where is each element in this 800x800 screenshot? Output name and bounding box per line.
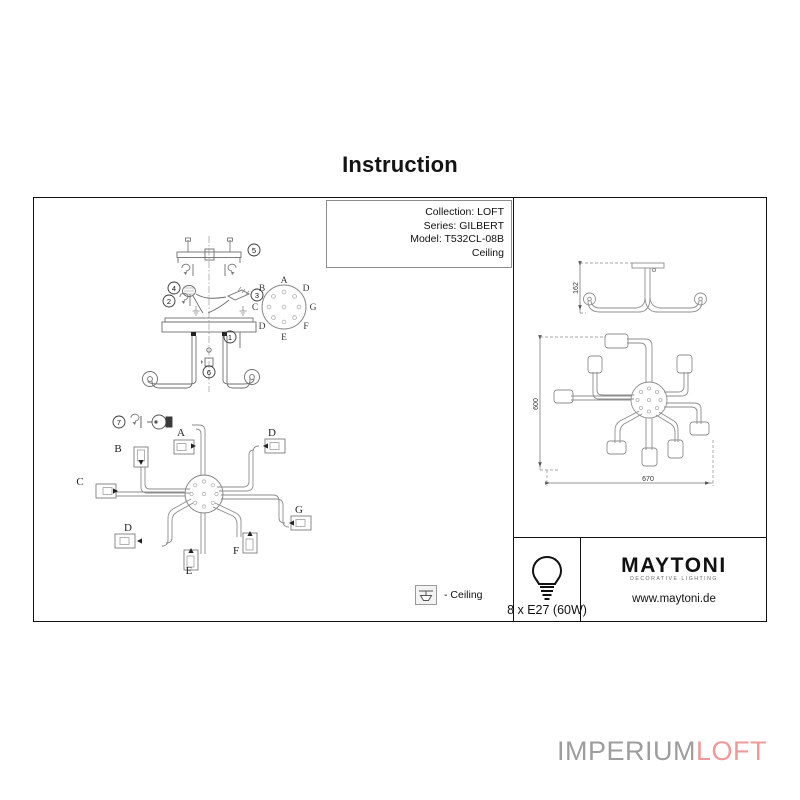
ceiling-legend-label: - Ceiling [444,589,483,601]
assembly-callouts: 1 2 3 4 5 6 [162,243,264,379]
svg-text:6: 6 [207,368,211,377]
brand-url: www.maytoni.de [632,593,716,605]
wiring-label-d-top: D [268,427,276,439]
ceiling-mount-icon [415,585,437,605]
info-series: Series: GILBERT [423,219,504,232]
svg-text:3: 3 [255,291,259,300]
info-model: Model: T532CL-08B [410,233,504,245]
elevation-dimension [578,261,632,314]
bulb-spec-text: 8 x E27 (60W) [507,603,587,617]
terminal-letter-upper-right: D [303,284,310,294]
bulb-spec-panel: 8 x E27 (60W) [507,538,587,622]
page-title: Instruction [342,152,458,177]
brand-name: MAYTONI [621,554,727,577]
ceiling-legend: - Ceiling [415,585,483,605]
instruction-frame [33,197,767,622]
watermark-imperium: IMPERIUM [556,736,696,766]
frame-vertical-divider [513,197,514,622]
watermark-loft: LOFT [695,736,767,766]
wiring-arrow-marks [113,443,294,553]
plan-view [553,333,710,467]
light-bulb-icon [531,555,563,600]
frame-brand-divider [580,537,581,622]
elevation-view [583,262,707,313]
svg-text:2: 2 [167,297,171,306]
upper-assembly-diagram [142,236,260,392]
terminal-letter-lower-right: F [303,322,308,332]
terminal-letter-top: A [281,276,288,286]
info-type: Ceiling [471,246,504,259]
frame-horizontal-divider [513,537,767,538]
ceiling-mount-glyph [419,590,433,601]
wiring-label-e: E [186,565,193,577]
wiring-label-c: C [76,476,83,488]
wiring-callout-7: 7 [117,418,121,427]
terminal-letter-upper-left: B [259,284,265,294]
plan-dimensions [538,335,714,486]
svg-text:5: 5 [252,246,256,255]
svg-text:4: 4 [172,284,176,293]
bulb-instruction-icon [112,413,173,430]
svg-text:1: 1 [228,333,232,342]
terminal-letter-bottom: E [281,333,287,343]
imperiumloft-watermark: IMPERIUMLOFT [0,736,767,766]
wiring-label-b: B [114,443,121,455]
brand-block: MAYTONI DECORATIVE LIGHTING www.maytoni.… [581,538,767,622]
wiring-diagram [110,424,290,554]
terminal-letter-right: G [310,303,317,313]
wiring-label-f: F [233,545,239,557]
dimension-width: 670 [642,476,654,483]
brand-tagline: DECORATIVE LIGHTING [630,576,718,582]
product-info-box: Collection: LOFT Series: GILBERT Model: … [326,200,512,268]
terminal-letter-left: C [252,303,258,313]
dimension-height: 162 [573,282,580,294]
wiring-label-a: A [177,427,185,439]
wiring-label-d-bottom: D [124,522,132,534]
dimension-depth: 600 [533,398,540,410]
wiring-label-g: G [295,504,303,516]
terminal-circle-diagram [261,284,307,330]
info-collection: Collection: LOFT [425,206,504,218]
terminal-letter-lower-left: D [259,322,266,332]
